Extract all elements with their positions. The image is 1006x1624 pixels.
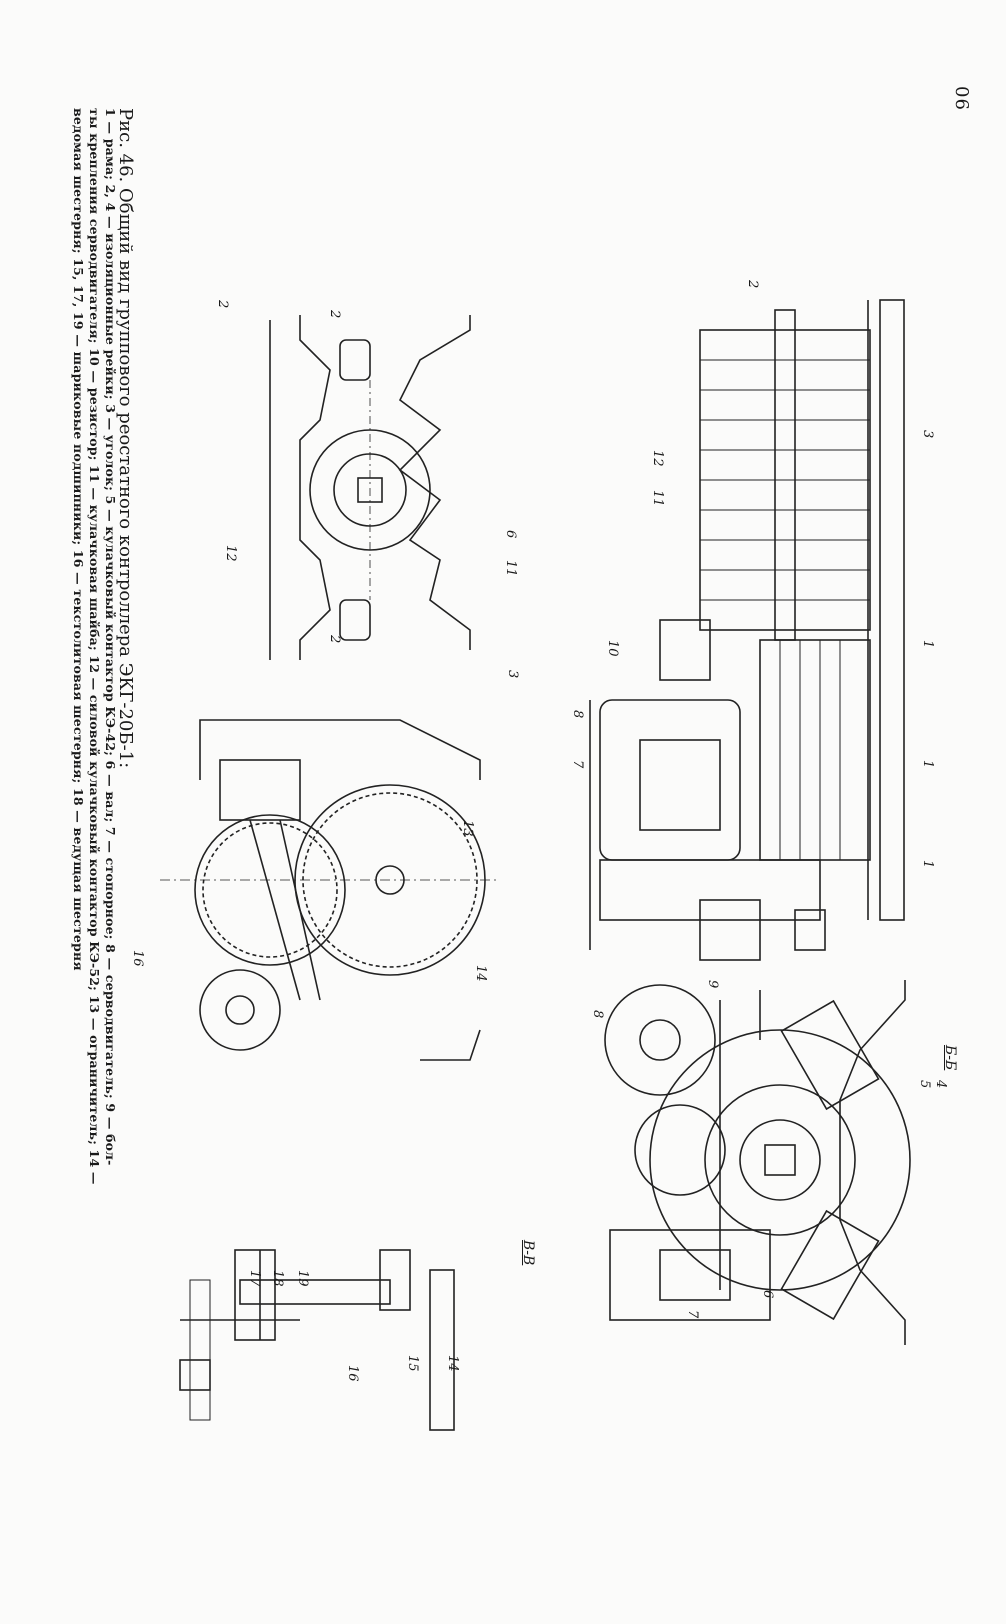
callout-12: 12 [650, 450, 665, 467]
callout-9: 9 [705, 980, 720, 989]
callout-2: 2 [745, 280, 760, 289]
figure-title: Рис. 46. Общий вид группового реостатног… [115, 108, 136, 769]
section-bb-drawing [604, 980, 911, 1345]
callout-12: 12 [223, 545, 238, 562]
callout-7: 7 [685, 1310, 700, 1319]
callout-2: 2 [215, 300, 230, 309]
callout-1: 1 [920, 860, 935, 869]
callout-18: 18 [270, 1270, 285, 1287]
callout-19: 19 [295, 1270, 310, 1287]
callout-4: 4 [933, 1080, 948, 1089]
cam-end-view-drawing [269, 315, 471, 660]
callout-6: 6 [760, 1290, 775, 1299]
callout-7: 7 [570, 760, 585, 769]
callout-15: 15 [405, 1355, 420, 1372]
section-vv-drawing [179, 1249, 455, 1431]
side-view-drawing [589, 299, 905, 961]
callout-8: 8 [590, 1010, 605, 1019]
callout-2: 2 [327, 635, 342, 644]
callout-10: 10 [605, 640, 620, 657]
callout-3: 3 [920, 430, 935, 439]
callout-1: 1 [920, 760, 935, 769]
section-label-bb: Б-Б [942, 1045, 958, 1071]
callout-16: 16 [345, 1365, 360, 1382]
callout-11: 11 [503, 560, 518, 577]
callout-11: 11 [650, 490, 665, 507]
callout-2: 2 [327, 310, 342, 319]
gear-end-view-drawing [160, 719, 500, 1061]
callout-1: 1 [920, 640, 935, 649]
caption-line-2: ты крепления серводвигателя; 10 — резист… [87, 108, 102, 1185]
callout-14: 14 [473, 965, 488, 982]
callout-16: 16 [130, 950, 145, 967]
page-number: 06 [951, 86, 972, 111]
callout-6: 6 [503, 530, 518, 539]
callout-14: 14 [445, 1355, 460, 1372]
callout-17: 17 [247, 1270, 262, 1287]
caption-line-1: 1 — рама; 2, 4 — изоляционные рейки; 3 —… [103, 108, 118, 1166]
section-label-vv: В-В [520, 1240, 536, 1266]
callout-8: 8 [570, 710, 585, 719]
callout-3: 3 [505, 670, 520, 679]
callout-13: 13 [460, 820, 475, 837]
callout-5: 5 [917, 1080, 932, 1089]
caption-line-3: ведомая шестерня; 15, 17, 19 — шариковые… [71, 108, 86, 971]
